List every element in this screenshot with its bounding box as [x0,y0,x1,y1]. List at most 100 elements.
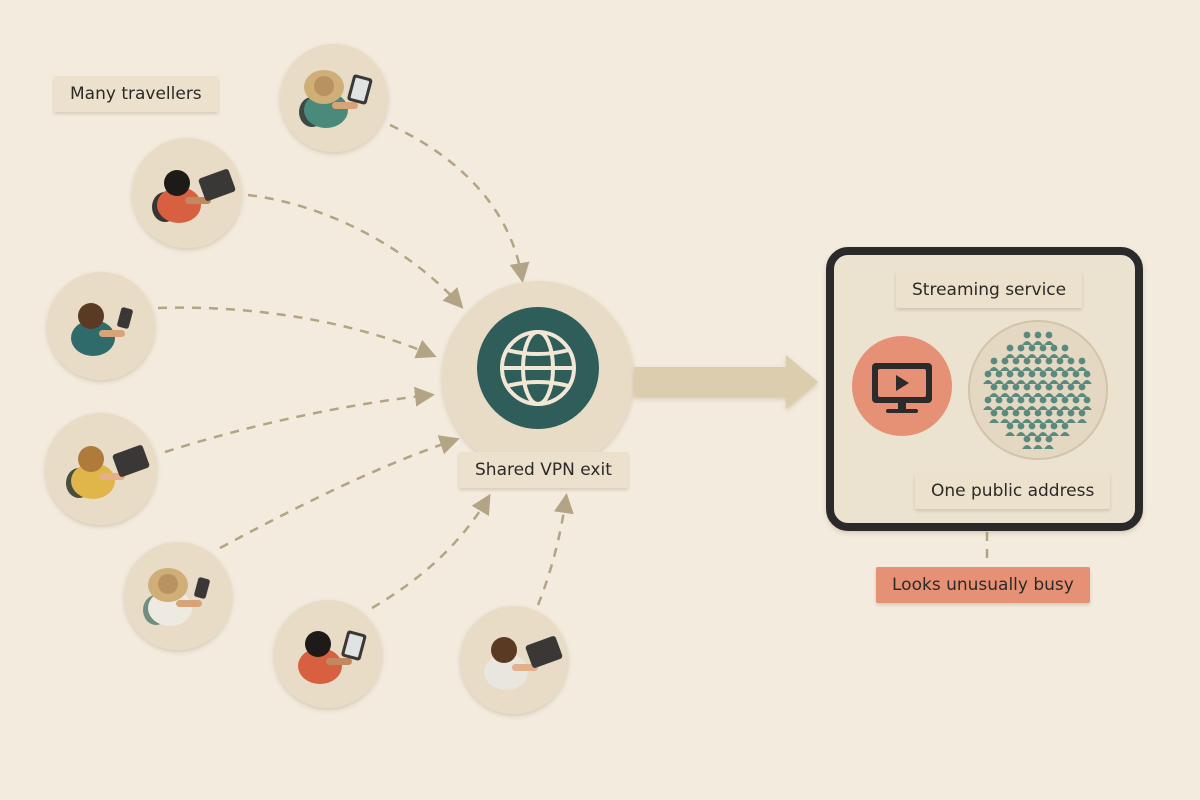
crowd-person [1049,422,1059,436]
crowd-person [1060,422,1070,436]
person-head [164,170,190,196]
crowd-person [994,396,1004,410]
hat-crown [158,574,178,594]
tablet-screen [350,77,370,102]
crowd-person [1066,409,1076,423]
connector-7 [536,493,574,606]
crowd-person [1000,383,1010,397]
crowd-person [1033,409,1043,423]
crowd-person [1016,396,1026,410]
crowd-person [1000,409,1010,423]
crowd-person [1005,396,1015,410]
crowd-person [1066,383,1076,397]
crowd-person [1055,357,1065,371]
crowd-person [1027,344,1037,358]
crowd-person [1033,435,1043,449]
laptop-icon [198,169,236,201]
crowd-person [1033,383,1043,397]
crowd-person [1060,370,1070,384]
crowd-person [1071,396,1081,410]
crowd-person [994,370,1004,384]
crowd-person [1082,396,1092,410]
crowd-person [1038,422,1048,436]
streaming-service-panel [826,247,1143,531]
crowd-person [1077,409,1087,423]
crowd-person [983,370,993,384]
laptop-icon [525,636,563,668]
tv-play-icon [872,363,932,413]
traveller-3 [47,272,155,380]
crowd-person [1038,344,1048,358]
crowd-person [1005,344,1015,358]
crowd-person [1055,383,1065,397]
crowd-person [983,396,993,410]
crowd-person [1011,383,1021,397]
connector-1 [389,123,530,283]
crowd-person [1033,331,1043,345]
crowd-person [1044,383,1054,397]
flow-arrow [634,355,818,409]
connector-5 [219,435,460,550]
connector-6 [371,493,491,610]
crowd-person [1049,370,1059,384]
crowd-person [1027,396,1037,410]
person-head [78,303,104,329]
service-label: Streaming service [896,272,1083,308]
crowd-person [1022,357,1032,371]
person-body [71,320,115,356]
crowd-person [1044,331,1054,345]
crowd-person [1022,331,1032,345]
person-arm [326,658,352,665]
crowd-icon [983,331,1092,449]
phone-icon [117,307,133,329]
crowd-person [1022,409,1032,423]
person-arm [332,102,358,109]
crowd-person [1027,370,1037,384]
crowd-person [1016,422,1026,436]
crowd-person [1038,396,1048,410]
crowd-person [1060,396,1070,410]
phone-icon [194,577,210,599]
crowd-person [1044,357,1054,371]
crowd-person [1022,383,1032,397]
connector-4 [164,386,435,454]
connector-group [157,123,989,610]
crowd-person [1049,344,1059,358]
traveller-group [45,44,568,714]
crowd-person [1011,357,1021,371]
crowd-person [989,357,999,371]
crowd-person [1022,435,1032,449]
crowd-person [1016,370,1026,384]
traveller-1 [280,44,388,152]
crowd-person [1011,409,1021,423]
traveller-5 [124,542,232,650]
person-head [491,637,517,663]
person-head [78,446,104,472]
crowd-person [1000,357,1010,371]
crowd-person [1005,370,1015,384]
person-body [71,463,115,499]
public-address-label: One public address [915,473,1111,509]
connector-3 [157,306,437,359]
traveller-7 [460,606,568,714]
traveller-4 [45,413,157,525]
crowd-person [1027,422,1037,436]
crowd-person [1060,344,1070,358]
person-arm [176,600,202,607]
crowd-person [1044,409,1054,423]
person-head [305,631,331,657]
connector-2 [247,193,464,309]
crowd-person [1071,370,1081,384]
hat-crown [314,76,334,96]
vpn-exit-label: Shared VPN exit [459,452,628,488]
laptop-icon [112,445,150,477]
globe-icon [500,330,576,406]
crowd-person [1082,370,1092,384]
person-body [484,654,528,690]
crowd-person [1077,383,1087,397]
traveller-2 [132,138,242,248]
crowd-person [1055,409,1065,423]
busy-label: Looks unusually busy [876,567,1090,603]
traveller-6 [274,600,382,708]
